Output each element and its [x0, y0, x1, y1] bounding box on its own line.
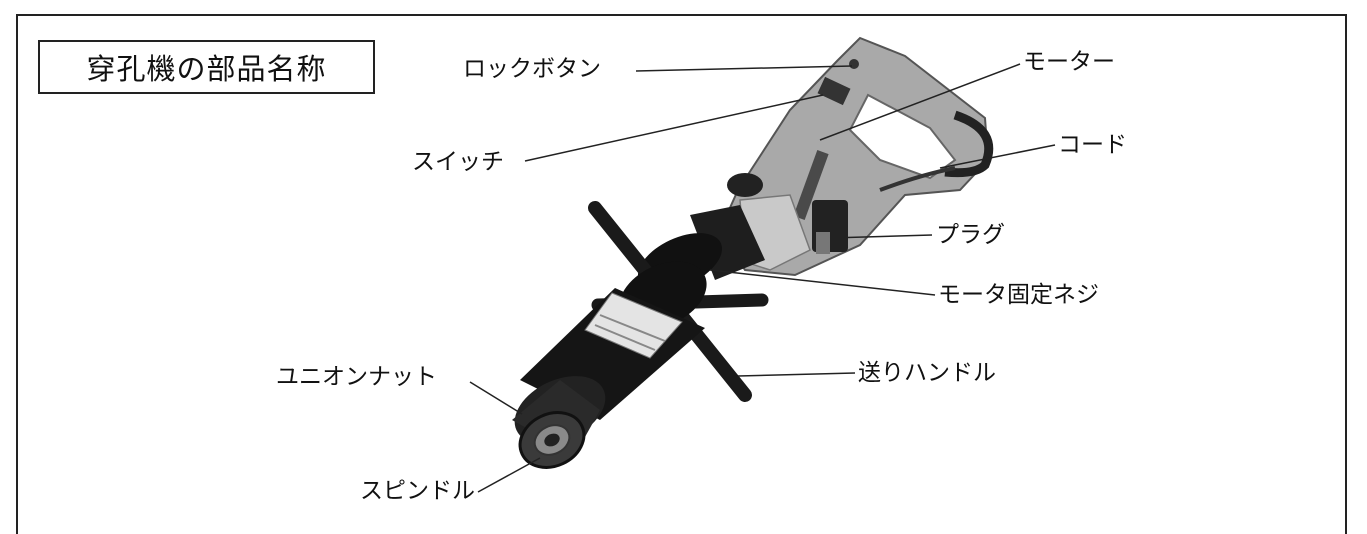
label-lock-button: ロックボタン — [463, 56, 601, 82]
spindle — [518, 411, 586, 469]
leader-cord — [939, 144, 1056, 169]
label-feed-handle: 送りハンドル — [858, 360, 996, 386]
label-switch: スイッチ — [412, 149, 504, 175]
label-spindle: スピンドル — [360, 478, 475, 504]
leader-spindle — [477, 457, 541, 493]
label-union-nut: ユニオンナット — [276, 364, 437, 390]
cord — [879, 110, 994, 192]
leader-plug — [829, 234, 933, 239]
label-motor-fix-screw: モータ固定ネジ — [938, 282, 1099, 308]
leader-union-nut — [469, 381, 523, 415]
label-plug: プラグ — [936, 222, 1005, 248]
leader-motor — [819, 63, 1021, 141]
leader-feed-handle — [737, 372, 856, 377]
label-motor: モーター — [1023, 49, 1115, 75]
motor-housing — [718, 36, 990, 277]
leader-lock-button — [635, 65, 853, 72]
diagram-title: 穿孔機の部品名称 — [38, 40, 375, 94]
motor-cap — [727, 173, 763, 197]
plug — [812, 200, 848, 254]
leader-lines — [469, 63, 1056, 493]
leader-motor-fix-screw — [709, 269, 936, 296]
label-cord: コード — [1058, 132, 1127, 158]
leader-switch — [524, 94, 824, 162]
